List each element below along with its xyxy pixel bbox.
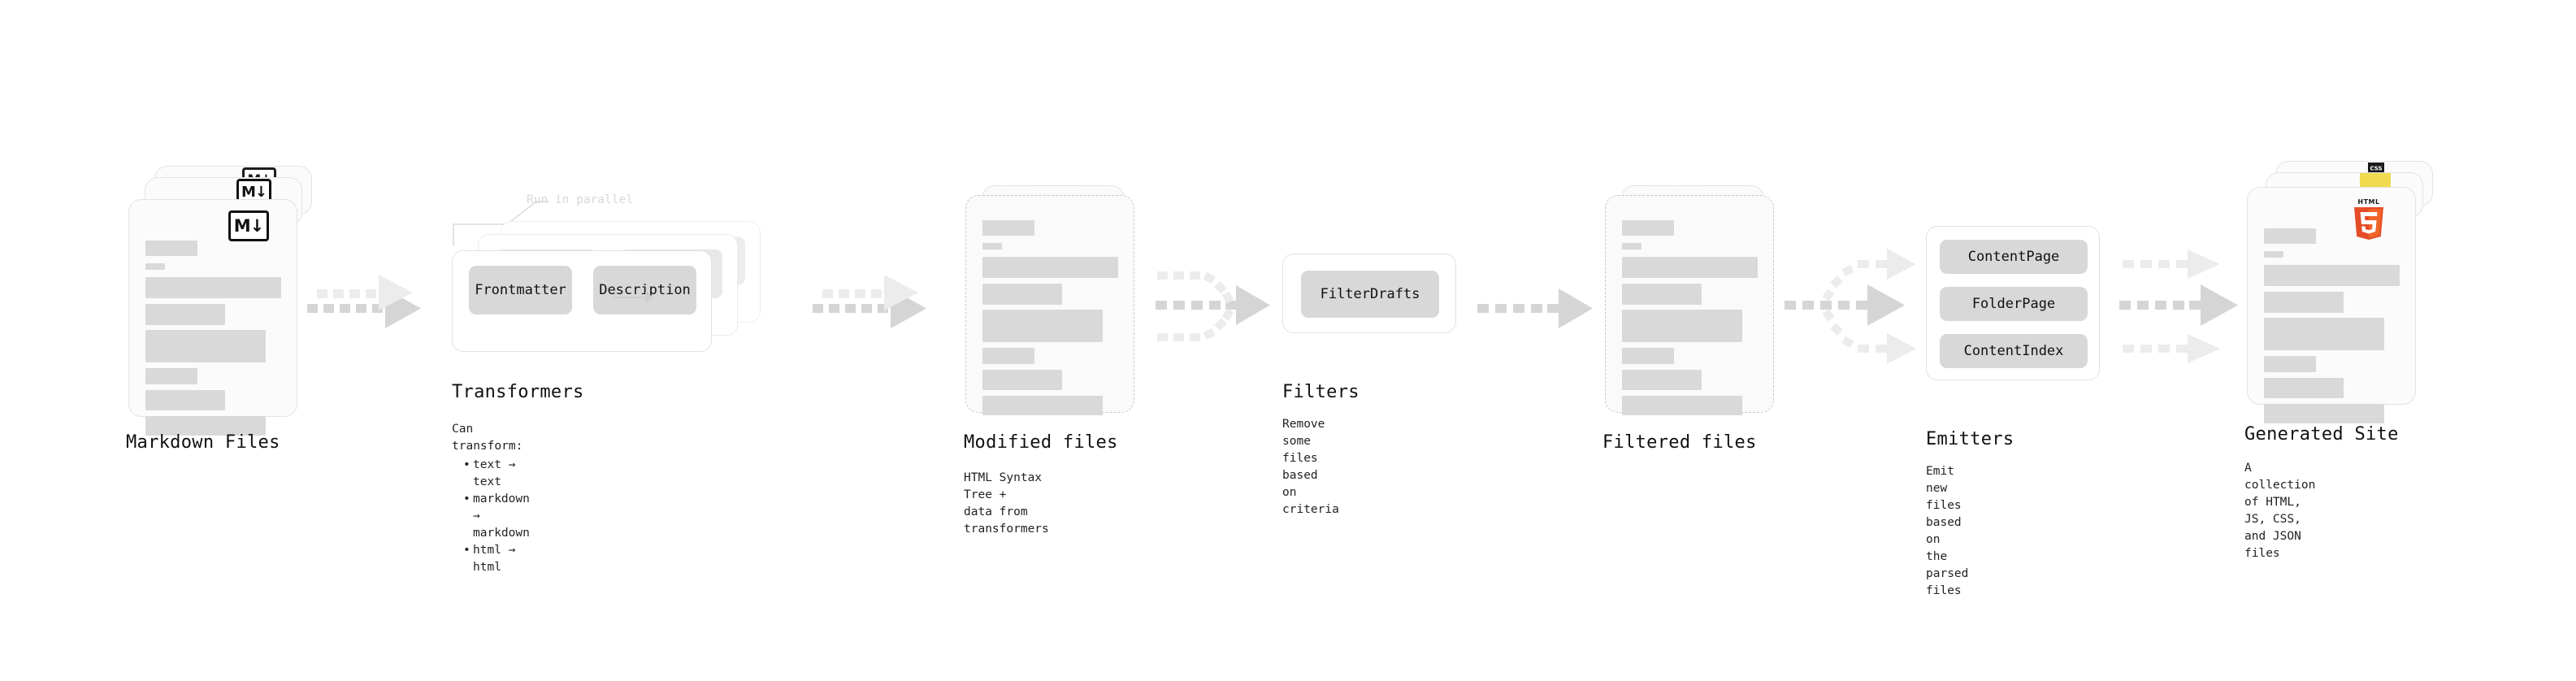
chip-description[interactable]: Description — [593, 266, 696, 314]
skeleton-bar — [1622, 370, 1702, 390]
transformers-caption: Can transform: text → text markdown → ma… — [452, 421, 530, 576]
skeleton-bar — [982, 243, 1002, 249]
skeleton-bar — [1622, 284, 1702, 305]
stage-title-filters: Filters — [1282, 382, 1360, 402]
skeleton-bar — [982, 348, 1034, 364]
skeleton-bar — [982, 284, 1062, 305]
html5-icon: HTML — [2354, 198, 2383, 240]
transformers-caption-lead: Can transform: — [452, 423, 523, 453]
skeleton-bar — [2264, 228, 2316, 244]
chip-contentindex[interactable]: ContentIndex — [1940, 334, 2088, 368]
skeleton-bar — [982, 257, 1118, 278]
list-item: markdown → markdown — [463, 491, 530, 542]
arrow-emitters-to-site — [2119, 249, 2238, 363]
arrow-modified-to-filters-merge — [1156, 271, 1270, 341]
skeleton-bar — [145, 263, 165, 270]
generated-site-caption: A collection of HTML, JS, CSS, and JSON … — [2244, 462, 2316, 561]
skeleton-bar — [982, 220, 1034, 236]
skeleton-bar — [1622, 243, 1641, 249]
stage-title-modified-files: Modified files — [964, 432, 1118, 453]
transformers-card-front: Frontmatter Description — [452, 250, 712, 352]
stage-title-transformers: Transformers — [452, 382, 584, 402]
skeleton-bar — [2264, 292, 2344, 313]
skeleton-bar — [145, 241, 197, 256]
skeleton-bar — [982, 396, 1103, 415]
skeleton-bar — [982, 370, 1062, 390]
markdown-file-card-front: M↓ — [128, 199, 297, 436]
skeleton-bar — [145, 304, 225, 325]
skeleton-bar — [2264, 318, 2384, 350]
skeleton-bar — [145, 368, 197, 384]
svg-text:HTML: HTML — [2357, 198, 2379, 206]
filters-caption: Remove some files based on criteria — [1282, 418, 1339, 517]
modified-file-card-front — [965, 195, 1134, 415]
site-file-card-front: HTML — [2247, 187, 2416, 423]
run-in-parallel-label: Run in parallel — [527, 193, 633, 206]
modified-files-caption: HTML Syntax Tree + data from transformer… — [964, 471, 1049, 536]
stage-title-generated-site: Generated Site — [2244, 424, 2399, 445]
skeleton-bar — [2264, 251, 2283, 258]
chip-folderpage[interactable]: FolderPage — [1940, 287, 2088, 321]
chip-contentpage[interactable]: ContentPage — [1940, 240, 2088, 274]
filtered-file-card-front — [1605, 195, 1774, 415]
arrow-transformers-to-modified — [813, 275, 926, 328]
chip-filterdrafts[interactable]: FilterDrafts — [1301, 271, 1439, 318]
transformer-inner-arrow — [614, 293, 655, 302]
skeleton-bar — [145, 277, 281, 298]
emitters-card: ContentPage FolderPage ContentIndex — [1926, 226, 2100, 380]
list-item: text → text — [463, 457, 530, 491]
skeleton-bar — [145, 330, 266, 362]
skeleton-bar — [145, 416, 266, 436]
stage-title-markdown-files: Markdown Files — [126, 432, 280, 453]
skeleton-bar — [982, 310, 1103, 342]
skeleton-bar — [1622, 257, 1758, 278]
skeleton-bar — [1622, 220, 1674, 236]
skeleton-bar — [2264, 265, 2400, 286]
skeleton-bar — [1622, 310, 1742, 342]
skeleton-bar — [2264, 356, 2316, 372]
list-item: html → html — [463, 542, 530, 576]
stage-title-filtered-files: Filtered files — [1602, 432, 1757, 453]
skeleton-bar — [145, 390, 225, 410]
stage-title-emitters: Emitters — [1926, 429, 2014, 449]
skeleton-bar — [1622, 396, 1742, 415]
arrow-markdown-to-transformers — [307, 275, 421, 328]
skeleton-bar — [2264, 404, 2384, 423]
svg-text:CSS: CSS — [2370, 166, 2382, 172]
skeleton-bar — [1622, 348, 1674, 364]
arrow-filters-to-filtered — [1477, 288, 1593, 328]
chip-frontmatter[interactable]: Frontmatter — [469, 266, 572, 314]
emitters-caption: Emit new files based on the parsed files — [1926, 465, 1969, 598]
transformers-bullet-list: text → text markdown → markdown html → h… — [452, 457, 530, 576]
arrow-filtered-to-emitters-branch — [1785, 249, 1916, 364]
markdown-badge-front: M↓ — [228, 210, 269, 241]
filters-card: FilterDrafts — [1282, 254, 1456, 333]
skeleton-bar — [2264, 378, 2344, 398]
